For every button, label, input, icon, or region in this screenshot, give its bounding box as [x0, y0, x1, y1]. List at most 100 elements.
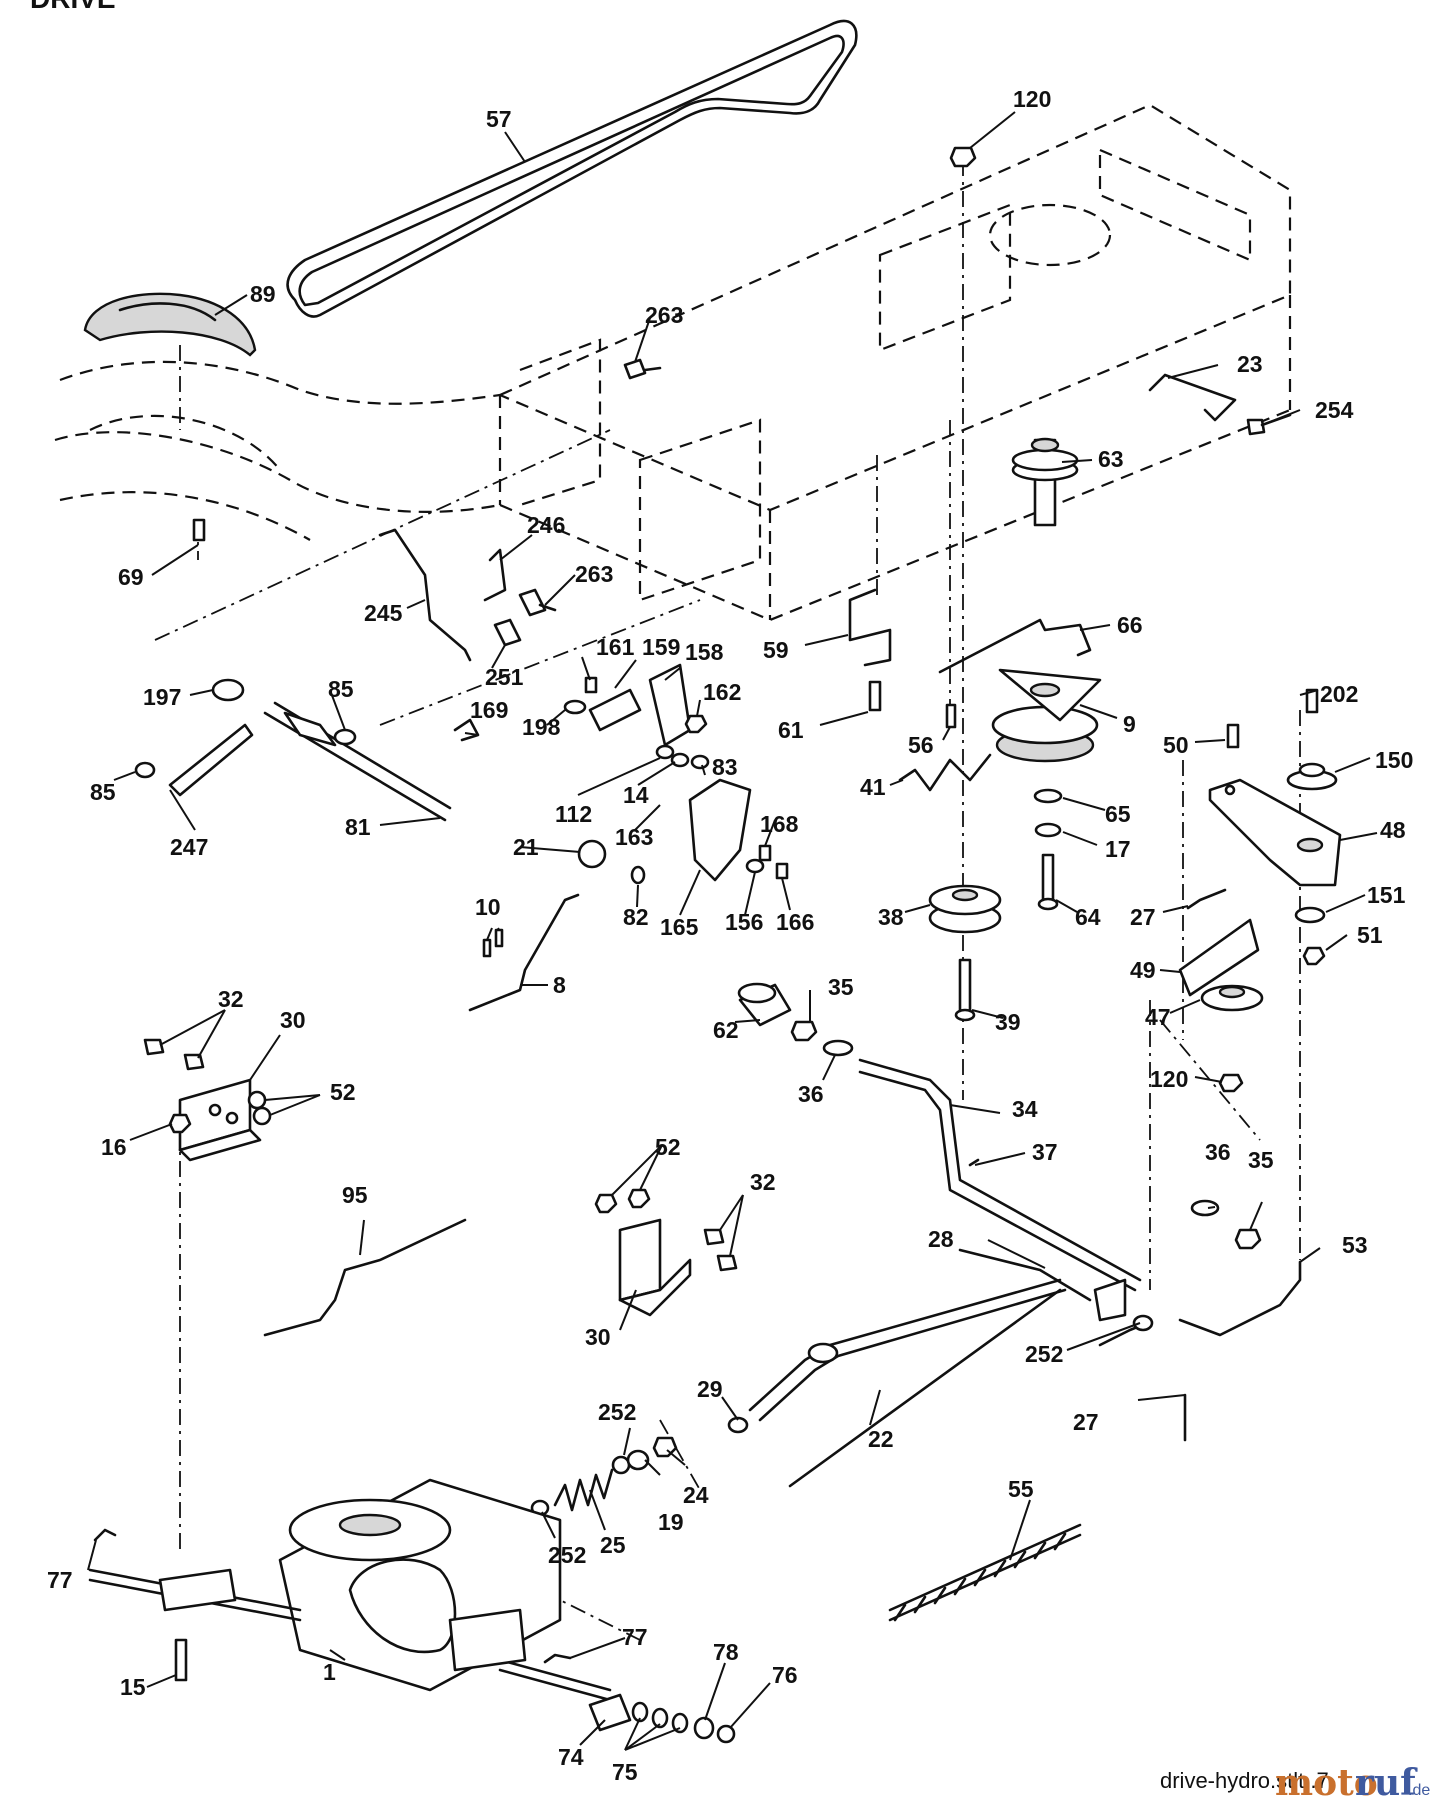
- callout-95: 95: [342, 1182, 368, 1208]
- callout-36-left: 36: [798, 1081, 824, 1107]
- bolt-61: [868, 680, 882, 712]
- callout-74: 74: [558, 1744, 584, 1770]
- callout-39: 39: [995, 1009, 1021, 1035]
- callout-245: 245: [364, 600, 403, 626]
- callout-83: 83: [712, 754, 738, 780]
- bushing-29: [727, 1416, 749, 1434]
- axis-line-27: [1159, 1019, 1261, 1141]
- callout-263-upper: 263: [645, 302, 683, 328]
- rod-23: [1148, 373, 1237, 422]
- callout-166: 166: [776, 909, 814, 935]
- callout-34: 34: [1012, 1096, 1038, 1122]
- callout-252-right: 252: [1025, 1341, 1063, 1367]
- callout-254: 254: [1315, 397, 1354, 423]
- bolt-39: [954, 958, 976, 1022]
- pulley-47: [1200, 984, 1264, 1012]
- axis-line-spring: [659, 1419, 701, 1491]
- bolt-83: [690, 754, 710, 770]
- bolt-161: [584, 676, 598, 694]
- callout-77-left: 77: [47, 1567, 73, 1593]
- shaft-81: [263, 701, 452, 822]
- callout-263-lower: 263: [575, 561, 613, 587]
- callout-9: 9: [1123, 711, 1136, 737]
- callout-15: 15: [120, 1674, 146, 1700]
- callout-150: 150: [1375, 747, 1413, 773]
- nut-85-right: [333, 728, 357, 746]
- bracket-246: [483, 548, 507, 602]
- washer-252-right: [1132, 1314, 1154, 1332]
- callout-75: 75: [612, 1759, 638, 1785]
- bolt-82: [630, 865, 646, 885]
- callout-161: 161: [596, 634, 635, 660]
- callout-labels: 57 120 89 263 23 254 63 69 246 263 245 2…: [47, 86, 1413, 1785]
- nut-85-left: [134, 761, 156, 779]
- callout-35-right: 35: [1248, 1147, 1274, 1173]
- diagram-header: DRIVE: [30, 0, 116, 14]
- washer-76: [716, 1724, 736, 1744]
- callout-85-left: 85: [90, 779, 116, 805]
- spring-27-upper: [1186, 888, 1227, 910]
- clip-169: [453, 718, 480, 742]
- callout-247: 247: [170, 834, 208, 860]
- callout-76: 76: [772, 1662, 798, 1688]
- bolt-166: [775, 862, 789, 880]
- callout-49: 49: [1130, 957, 1156, 983]
- callout-63: 63: [1098, 446, 1124, 472]
- nut-52-d: [627, 1188, 651, 1209]
- spindle-63: [1011, 437, 1079, 527]
- callout-251: 251: [485, 664, 524, 690]
- bolt-251: [493, 618, 522, 647]
- callout-62: 62: [713, 1017, 739, 1043]
- callout-198: 198: [522, 714, 561, 740]
- clip-77-right: [543, 1653, 572, 1664]
- bolt-56: [945, 703, 957, 729]
- spacer-150: [1286, 762, 1338, 791]
- nut-52-b: [252, 1106, 272, 1126]
- knob-21: [577, 839, 607, 869]
- bolt-32-a: [143, 1038, 165, 1056]
- callout-169: 169: [470, 697, 508, 723]
- clip-59: [848, 588, 892, 667]
- nut-120-bottom: [1218, 1073, 1244, 1093]
- bolt-263-upper: [623, 358, 662, 380]
- callout-61: 61: [778, 717, 804, 743]
- rod-95: [263, 1218, 467, 1337]
- nut-162: [684, 714, 708, 734]
- tractor-frame: [54, 103, 1292, 622]
- nut-24: [652, 1436, 678, 1458]
- washer-65: [1033, 788, 1063, 804]
- washer-112: [670, 752, 690, 768]
- pin-10-a: [482, 938, 492, 958]
- washer-36: [822, 1039, 854, 1057]
- callout-163: 163: [615, 824, 653, 850]
- callout-56: 56: [908, 732, 934, 758]
- spring-wire-66: [938, 618, 1092, 674]
- spring-25: [553, 1468, 614, 1512]
- wire-41: [898, 753, 992, 792]
- callout-41: 41: [860, 774, 886, 800]
- callout-69: 69: [118, 564, 144, 590]
- callout-162: 162: [703, 679, 741, 705]
- callout-32-left: 32: [218, 986, 244, 1012]
- bolt-32-c: [703, 1228, 725, 1246]
- pulley-38: [928, 884, 1002, 934]
- callout-57: 57: [486, 106, 512, 132]
- cable-rod-22: [748, 1278, 1067, 1488]
- callout-158: 158: [685, 639, 724, 665]
- callout-78: 78: [713, 1639, 739, 1665]
- bracket-245: [378, 528, 472, 662]
- axis-line-bracket: [379, 599, 701, 726]
- bolt-50: [1226, 723, 1240, 749]
- callout-27-upper: 27: [1130, 904, 1156, 930]
- callout-59: 59: [763, 637, 789, 663]
- idler-arm-48: [1208, 778, 1342, 887]
- callout-156: 156: [725, 909, 763, 935]
- callout-10: 10: [475, 894, 501, 920]
- bracket-159: [588, 688, 642, 732]
- callout-52-left: 52: [330, 1079, 356, 1105]
- callout-14: 14: [623, 782, 649, 808]
- callout-8: 8: [553, 972, 566, 998]
- washer-36-right: [1190, 1199, 1220, 1217]
- seat-pad-89: [83, 292, 257, 357]
